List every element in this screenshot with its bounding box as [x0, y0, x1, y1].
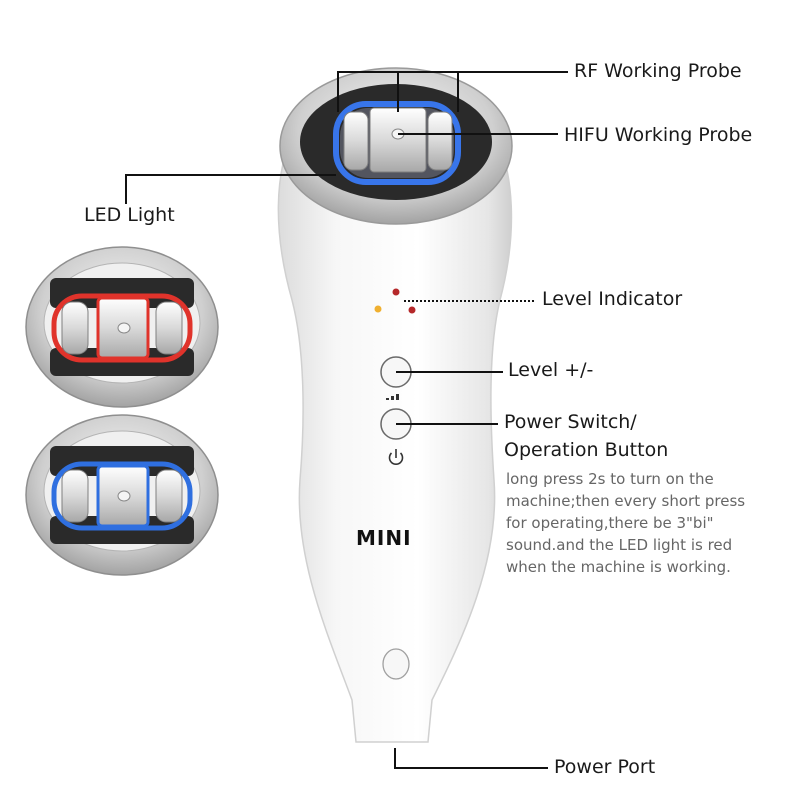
- power-port-label: Power Port: [554, 756, 656, 778]
- level-indicator-label: Level Indicator: [542, 288, 683, 310]
- led-light-leader: [125, 174, 336, 204]
- device-logo: MINI: [356, 526, 412, 550]
- level-dot-3: [408, 306, 416, 314]
- power-icon: [388, 449, 404, 465]
- hifu-probe-label: HIFU Working Probe: [564, 124, 753, 146]
- led-light-label: LED Light: [84, 204, 175, 226]
- power-switch-note: long press 2s to turn on the machine;the…: [506, 470, 746, 576]
- blue-led-head: [25, 414, 219, 576]
- leader-lines: [125, 71, 568, 769]
- power-port-leader: [394, 748, 548, 769]
- probe-head: [279, 67, 513, 225]
- rf-probe-label: RF Working Probe: [574, 60, 742, 82]
- rf-probe-leader: [337, 71, 568, 112]
- level-dot-2: [374, 305, 382, 313]
- power-port[interactable]: [382, 648, 410, 680]
- level-buttons-label: Level +/-: [508, 359, 594, 381]
- level-dot-1: [392, 288, 400, 296]
- power-switch-label-line1: Power Switch/: [504, 411, 637, 433]
- red-led-head: [25, 246, 219, 408]
- power-switch-label-line2: Operation Button: [504, 439, 669, 461]
- signal-bars-icon: [386, 394, 399, 400]
